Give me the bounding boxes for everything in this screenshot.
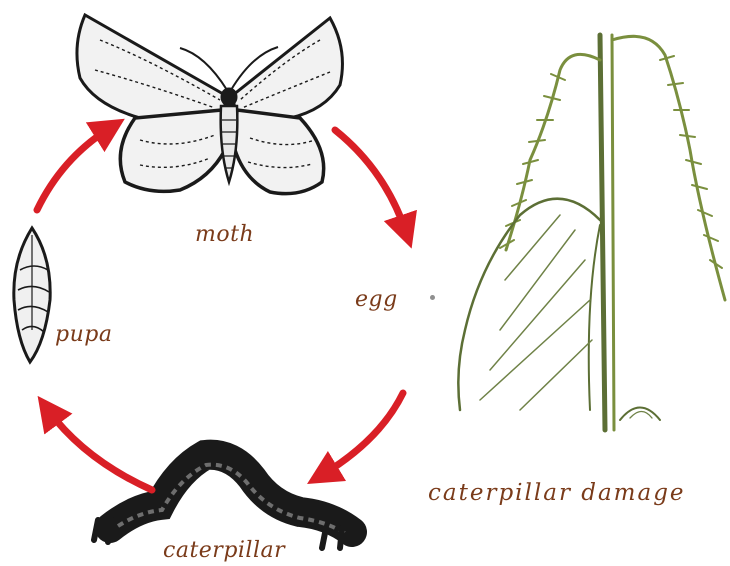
arrow-moth-to-egg <box>335 130 406 232</box>
pupa-label: pupa <box>55 322 112 347</box>
arrow-caterpillar-to-pupa <box>48 410 152 490</box>
arrow-pupa-to-moth <box>37 128 110 210</box>
egg-dot <box>430 295 435 300</box>
arrow-egg-to-caterpillar <box>322 393 403 475</box>
cycle-arrows <box>37 128 406 490</box>
plant-damage-illustration <box>458 35 725 430</box>
caterpillar-illustration <box>94 455 352 548</box>
moth-label: moth <box>195 222 254 247</box>
egg-label: egg <box>355 287 398 312</box>
caterpillar-label: caterpillar <box>163 538 285 563</box>
pupa-illustration <box>14 228 50 362</box>
caterpillar-damage-label: caterpillar damage <box>428 480 686 506</box>
moth-illustration <box>77 15 343 194</box>
